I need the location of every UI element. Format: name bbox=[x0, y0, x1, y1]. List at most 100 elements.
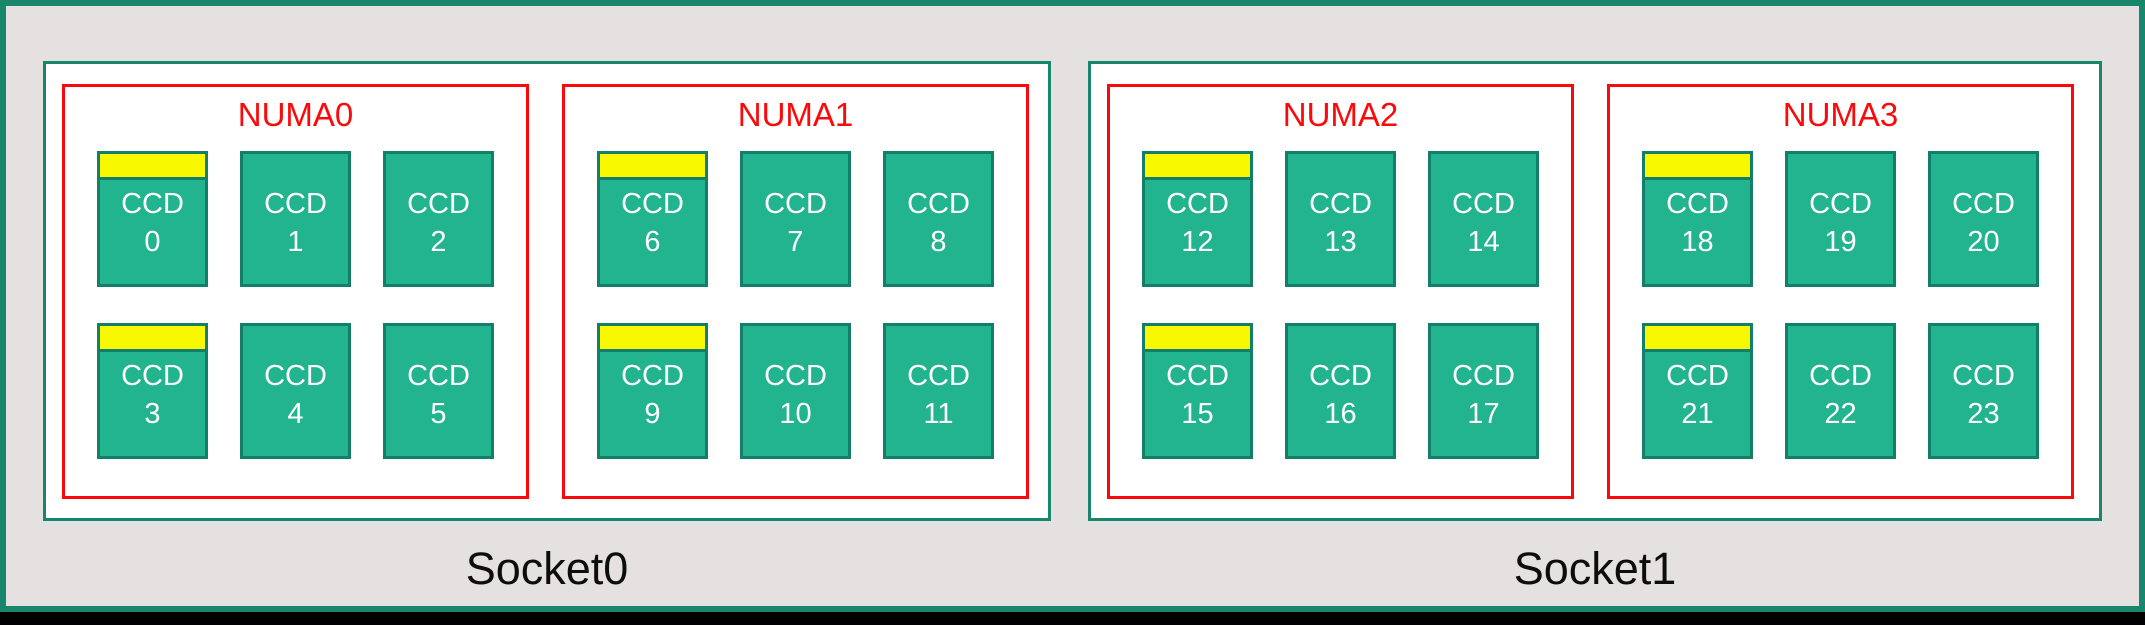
ccd-number: 7 bbox=[787, 226, 804, 258]
numa2-box: NUMA2 CCD 12 CCD 13 bbox=[1107, 84, 1574, 499]
ccd-number: 11 bbox=[923, 398, 954, 430]
ccd-label: CCD 2 bbox=[386, 185, 491, 261]
ccd-number: 18 bbox=[1681, 226, 1714, 258]
ccd-label: CCD 14 bbox=[1431, 185, 1536, 261]
numa0-box: NUMA0 CCD 0 CCD 1 bbox=[62, 84, 529, 499]
ccd-box-14: CCD 14 bbox=[1428, 151, 1539, 287]
ccd-number: 3 bbox=[144, 398, 161, 430]
ccd-number: 12 bbox=[1181, 226, 1214, 258]
ccd-name: CCD bbox=[621, 188, 684, 220]
ccd-box-7: CCD 7 bbox=[740, 151, 851, 287]
ccd-name: CCD bbox=[121, 188, 184, 220]
ccd-name: CCD bbox=[1166, 360, 1229, 392]
ccd-number: 14 bbox=[1467, 226, 1500, 258]
ccd-label: CCD 17 bbox=[1431, 357, 1536, 433]
ccd-label: CCD 15 bbox=[1145, 357, 1250, 433]
ccd-number: 9 bbox=[644, 398, 661, 430]
ccd-box-0: CCD 0 bbox=[97, 151, 208, 287]
bottom-black-bar bbox=[0, 612, 2145, 625]
ccd-label: CCD 19 bbox=[1788, 185, 1893, 261]
ccd-number: 6 bbox=[644, 226, 661, 258]
ccd-label: CCD 7 bbox=[743, 185, 848, 261]
socket1-box: NUMA2 CCD 12 CCD 13 bbox=[1088, 61, 2102, 521]
ccd-name: CCD bbox=[1452, 188, 1515, 220]
ccd-number: 0 bbox=[144, 226, 161, 258]
ccd-box-2: CCD 2 bbox=[383, 151, 494, 287]
ccd-name: CCD bbox=[1809, 360, 1872, 392]
ccd-name: CCD bbox=[907, 188, 970, 220]
ccd-highlight-bar bbox=[1645, 326, 1750, 352]
ccd-box-23: CCD 23 bbox=[1928, 323, 2039, 459]
ccd-box-3: CCD 3 bbox=[97, 323, 208, 459]
ccd-name: CCD bbox=[621, 360, 684, 392]
ccd-box-12: CCD 12 bbox=[1142, 151, 1253, 287]
ccd-label: CCD 10 bbox=[743, 357, 848, 433]
socket0-box: NUMA0 CCD 0 CCD 1 bbox=[43, 61, 1051, 521]
ccd-label: CCD 5 bbox=[386, 357, 491, 433]
ccd-number: 23 bbox=[1967, 398, 2000, 430]
ccd-number: 17 bbox=[1467, 398, 1500, 430]
ccd-name: CCD bbox=[264, 360, 327, 392]
numa0-ccd-row-2: CCD 3 CCD 4 CCD bbox=[97, 323, 494, 459]
numa3-ccd-row-2: CCD 21 CCD 22 CCD bbox=[1642, 323, 2039, 459]
ccd-number: 4 bbox=[287, 398, 304, 430]
numa1-ccd-row-2: CCD 9 CCD 10 CCD bbox=[597, 323, 994, 459]
numa2-ccd-row-2: CCD 15 CCD 16 CCD bbox=[1142, 323, 1539, 459]
numa2-ccd-row-1: CCD 12 CCD 13 CCD bbox=[1142, 151, 1539, 287]
numa3-ccd-row-1: CCD 18 CCD 19 CCD bbox=[1642, 151, 2039, 287]
ccd-name: CCD bbox=[407, 360, 470, 392]
socket0-label: Socket0 bbox=[465, 543, 629, 594]
numa0-title: NUMA0 bbox=[237, 96, 354, 133]
ccd-label: CCD 8 bbox=[886, 185, 991, 261]
ccd-box-6: CCD 6 bbox=[597, 151, 708, 287]
ccd-label: CCD 0 bbox=[100, 185, 205, 261]
ccd-label: CCD 9 bbox=[600, 357, 705, 433]
ccd-name: CCD bbox=[264, 188, 327, 220]
ccd-number: 8 bbox=[930, 226, 947, 258]
socket1-label: Socket1 bbox=[1513, 543, 1677, 594]
numa3-title: NUMA3 bbox=[1782, 96, 1899, 133]
ccd-box-19: CCD 19 bbox=[1785, 151, 1896, 287]
ccd-label: CCD 23 bbox=[1931, 357, 2036, 433]
ccd-number: 2 bbox=[430, 226, 447, 258]
ccd-box-10: CCD 10 bbox=[740, 323, 851, 459]
ccd-number: 15 bbox=[1181, 398, 1214, 430]
ccd-box-15: CCD 15 bbox=[1142, 323, 1253, 459]
ccd-label: CCD 4 bbox=[243, 357, 348, 433]
ccd-number: 13 bbox=[1324, 226, 1357, 258]
ccd-name: CCD bbox=[1309, 188, 1372, 220]
numa2-title: NUMA2 bbox=[1282, 96, 1399, 133]
ccd-name: CCD bbox=[1666, 188, 1729, 220]
ccd-highlight-bar bbox=[100, 326, 205, 352]
ccd-label: CCD 6 bbox=[600, 185, 705, 261]
ccd-box-9: CCD 9 bbox=[597, 323, 708, 459]
ccd-name: CCD bbox=[764, 188, 827, 220]
ccd-box-4: CCD 4 bbox=[240, 323, 351, 459]
ccd-name: CCD bbox=[1309, 360, 1372, 392]
ccd-name: CCD bbox=[1666, 360, 1729, 392]
ccd-highlight-bar bbox=[100, 154, 205, 180]
ccd-label: CCD 12 bbox=[1145, 185, 1250, 261]
ccd-number: 21 bbox=[1681, 398, 1714, 430]
ccd-name: CCD bbox=[1166, 188, 1229, 220]
ccd-name: CCD bbox=[1952, 188, 2015, 220]
ccd-number: 1 bbox=[287, 226, 304, 258]
ccd-box-13: CCD 13 bbox=[1285, 151, 1396, 287]
ccd-highlight-bar bbox=[1145, 326, 1250, 352]
ccd-label: CCD 20 bbox=[1931, 185, 2036, 261]
ccd-name: CCD bbox=[907, 360, 970, 392]
diagram-canvas: NUMA0 CCD 0 CCD 1 bbox=[0, 0, 2145, 612]
ccd-name: CCD bbox=[1452, 360, 1515, 392]
ccd-label: CCD 16 bbox=[1288, 357, 1393, 433]
ccd-box-21: CCD 21 bbox=[1642, 323, 1753, 459]
numa3-box: NUMA3 CCD 18 CCD 19 bbox=[1607, 84, 2074, 499]
ccd-highlight-bar bbox=[600, 326, 705, 352]
ccd-name: CCD bbox=[121, 360, 184, 392]
ccd-name: CCD bbox=[1952, 360, 2015, 392]
ccd-name: CCD bbox=[1809, 188, 1872, 220]
ccd-label: CCD 21 bbox=[1645, 357, 1750, 433]
ccd-label: CCD 13 bbox=[1288, 185, 1393, 261]
ccd-box-1: CCD 1 bbox=[240, 151, 351, 287]
ccd-box-22: CCD 22 bbox=[1785, 323, 1896, 459]
